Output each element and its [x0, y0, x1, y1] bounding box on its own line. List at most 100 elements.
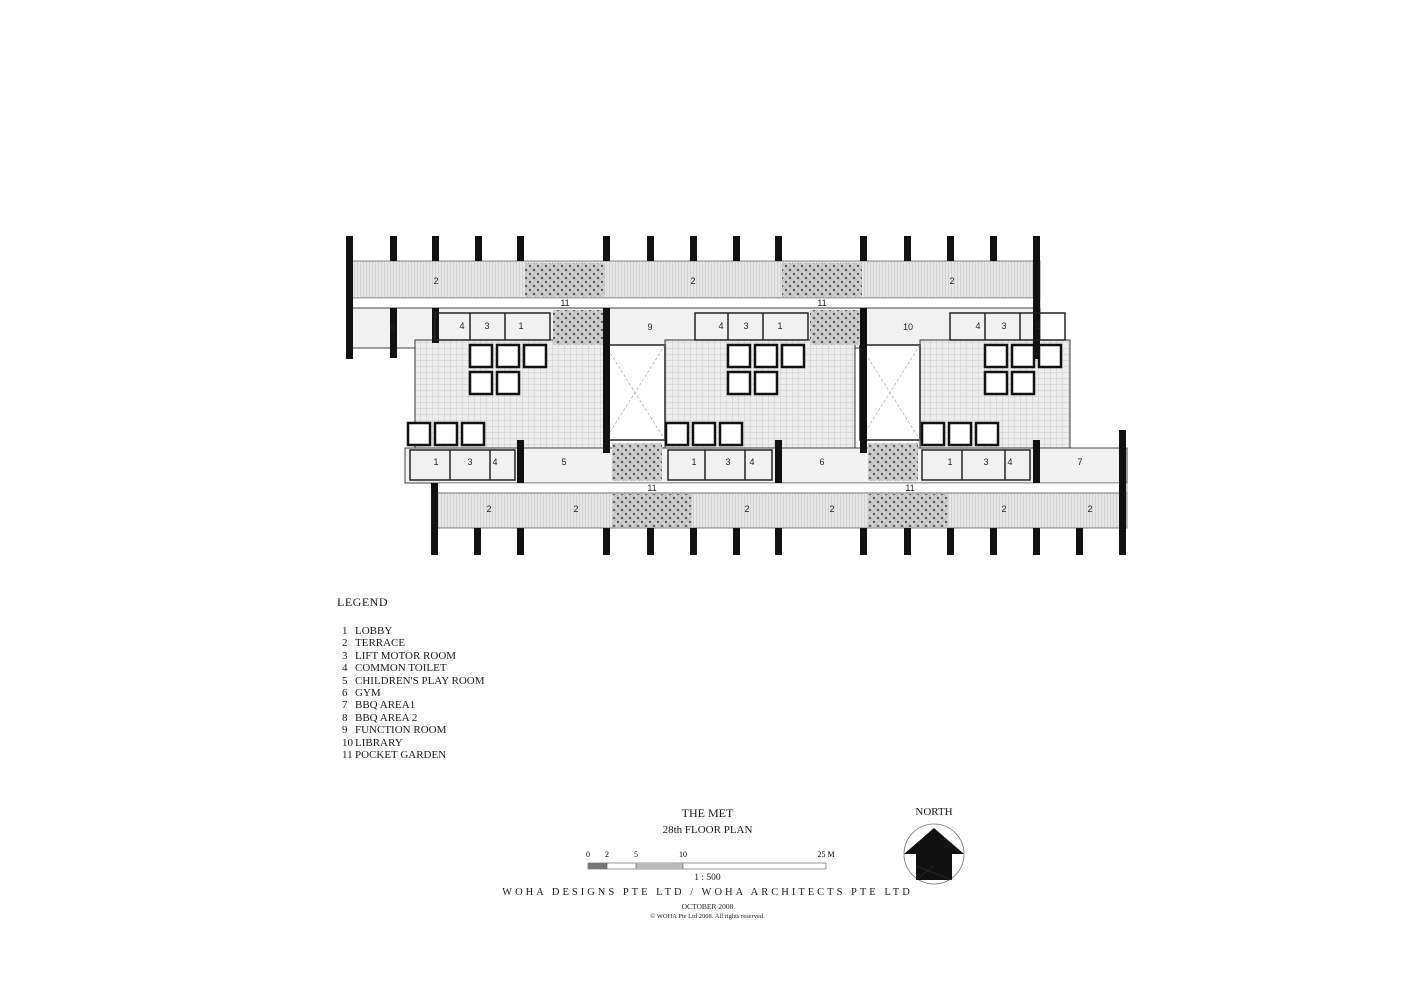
- north-arrow-icon: [903, 823, 965, 885]
- plan-label-lobby: 1: [777, 321, 782, 331]
- plan-label-function-room: 9: [647, 322, 652, 332]
- plan-label-lobby: 1: [691, 457, 696, 467]
- north-label: NORTH: [915, 806, 953, 818]
- legend-title: LEGEND: [337, 595, 388, 609]
- north-fins: [346, 236, 1040, 453]
- pocket-garden-c3: [612, 443, 662, 481]
- pocket-garden-c4: [868, 443, 918, 481]
- drawing-title: 28th FLOOR PLAN: [662, 824, 753, 836]
- legend-item-number: 1: [342, 625, 348, 637]
- legend: LEGEND 1 LOBBY 2 TERRACE 3 LIFT MOTOR ROOM …: [337, 595, 485, 761]
- legend-item-label: LIFT MOTOR ROOM: [355, 649, 457, 662]
- plan-label-pocket-garden: 11: [560, 298, 569, 308]
- legend-item-label: LOBBY: [355, 625, 393, 637]
- legend-item-number: 7: [342, 699, 348, 712]
- legend-item: 1 LOBBY: [342, 625, 485, 637]
- plan-label-terrace: 2: [690, 276, 695, 286]
- pocket-garden-c1: [553, 310, 603, 345]
- plan-label-toilet: 4: [1007, 457, 1012, 467]
- pocket-garden-n1: [525, 263, 605, 297]
- legend-item-label: TERRACE: [355, 637, 406, 650]
- pocket-garden-c2: [810, 310, 860, 345]
- legend-item-number: 9: [342, 724, 348, 737]
- legend-item: 4 COMMON TOILET: [342, 662, 485, 674]
- plan-label-library: 10: [903, 322, 913, 332]
- plan-label-terrace: 2: [744, 504, 749, 514]
- plan-label-bbq1: 7: [1077, 457, 1082, 467]
- scale-bar: 0 2 5 10 25 M: [586, 850, 835, 870]
- legend-item-number: 2: [342, 637, 348, 650]
- plan-label-lobby: 1: [947, 457, 952, 467]
- project-title: THE MET: [681, 806, 734, 820]
- legend-item-number: 11: [342, 748, 353, 761]
- scale-tick-label: 10: [679, 850, 687, 859]
- copyright-notice: © WOHA Pte Ltd 2008. All rights reserved…: [650, 913, 765, 920]
- scale-tick-label: 5: [634, 850, 638, 859]
- pocket-garden-s1: [612, 494, 692, 527]
- plan-label-lift-motor: 3: [484, 321, 489, 331]
- plan-label-toilet: 4: [718, 321, 723, 331]
- plan-label-lift-motor: 3: [983, 457, 988, 467]
- plan-label-lobby: 1: [433, 457, 438, 467]
- north-corridor: [347, 297, 1041, 309]
- plan-label-lobby: 1: [518, 321, 523, 331]
- scale-tick-label: 25 M: [817, 850, 834, 859]
- south-terrace-band: [432, 492, 1128, 529]
- plan-label-toilet: 4: [749, 457, 754, 467]
- legend-item-number: 5: [342, 674, 348, 687]
- legend-item-label: GYM: [355, 686, 381, 699]
- plan-label-play-room: 5: [561, 457, 566, 467]
- plan-label-lobby: 1: [1035, 321, 1040, 331]
- legend-item: 6 GYM: [342, 687, 485, 699]
- south-fins: [431, 430, 1126, 555]
- plan-label-pocket-garden: 11: [905, 483, 914, 493]
- south-room-band: [404, 447, 1128, 484]
- legend-item: 2 TERRACE: [342, 637, 485, 649]
- legend-item-label: COMMON TOILET: [355, 662, 447, 675]
- pocket-garden-n2: [782, 263, 862, 297]
- plan-label-terrace: 2: [1001, 504, 1006, 514]
- legend-item-label: LIBRARY: [355, 736, 403, 749]
- drawing-date: OCTOBER 2008: [681, 902, 734, 911]
- legend-item-number: 3: [342, 649, 348, 662]
- scale-tick-label: 2: [605, 850, 609, 859]
- north-terrace-band: [347, 260, 1041, 299]
- legend-item-label: BBQ AREA1: [355, 699, 416, 712]
- legend-item: 9 FUNCTION ROOM: [342, 724, 485, 736]
- legend-item-number: 4: [342, 662, 348, 675]
- legend-item-number: 8: [342, 711, 348, 724]
- plan-label-gym: 6: [819, 457, 824, 467]
- legend-item: 3 LIFT MOTOR ROOM: [342, 650, 485, 662]
- legend-list: 1 LOBBY 2 TERRACE 3 LIFT MOTOR ROOM 4 COMMON…: [337, 625, 485, 761]
- plan-label-terrace: 2: [573, 504, 578, 514]
- south-corridor: [432, 482, 1128, 494]
- plan-label-lift-motor: 3: [1001, 321, 1006, 331]
- legend-item-label: BBQ AREA 2: [355, 711, 418, 724]
- legend-item-number: 10: [342, 736, 353, 749]
- legend-item-label: FUNCTION ROOM: [355, 724, 447, 737]
- plan-label-toilet: 4: [459, 321, 464, 331]
- plan-label-terrace: 2: [1087, 504, 1092, 514]
- plan-label-terrace: 2: [486, 504, 491, 514]
- plan-label-terrace: 2: [829, 504, 834, 514]
- firm-name: WOHA DESIGNS PTE LTD / WOHA ARCHITECTS P…: [502, 887, 913, 898]
- plan-label-lift-motor: 3: [467, 457, 472, 467]
- legend-item: 7 BBQ AREA1: [342, 699, 485, 711]
- plan-label-bbq2: 8: [390, 322, 395, 332]
- plan-label-lift-motor: 3: [743, 321, 748, 331]
- scale-tick-label: 0: [586, 850, 590, 859]
- plan-label-pocket-garden: 11: [647, 483, 656, 493]
- legend-item-number: 6: [342, 686, 348, 699]
- plan-label-pocket-garden: 11: [817, 298, 826, 308]
- legend-item: 8 BBQ AREA 2: [342, 712, 485, 724]
- plan-label-toilet: 4: [975, 321, 980, 331]
- legend-item-label: POCKET GARDEN: [355, 748, 447, 761]
- plan-label-toilet: 4: [492, 457, 497, 467]
- plan-label-terrace: 2: [949, 276, 954, 286]
- plan-label-terrace: 2: [433, 276, 438, 286]
- scale-ratio: 1 : 500: [694, 873, 721, 883]
